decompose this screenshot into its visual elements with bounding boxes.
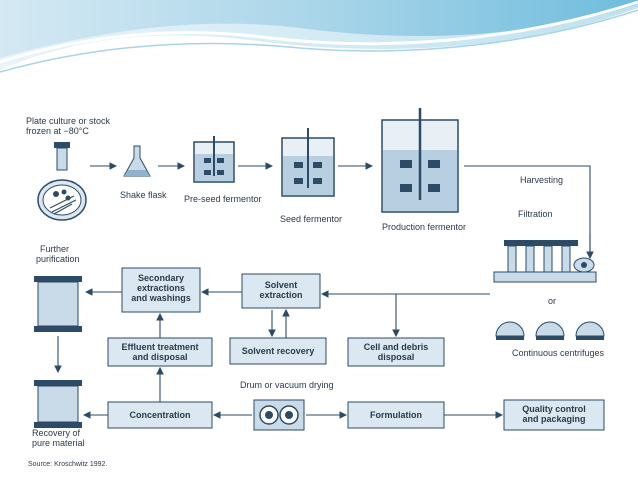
plate-culture-stage: Plate culture or stock frozen at −80°C [26,116,113,221]
source-note: Source: Kroschwitz 1992. [28,461,107,468]
plate-culture-line1: Plate culture or stock [26,116,111,126]
recovery-column-icon [34,380,82,428]
harvest-line [464,165,591,258]
seed-fermentor: Seed fermentor [280,128,342,224]
decorative-wave-header [0,0,638,90]
pre-seed-fermentor: Pre-seed fermentor [184,136,262,204]
cryovial-icon [54,142,70,171]
seed-label: Seed fermentor [280,214,342,224]
plate-culture-label: Plate culture or stock frozen at −80°C [26,116,113,136]
solvent-recovery-box: Solvent recovery [229,337,327,365]
or-label: or [548,296,556,306]
purification-column-icon [34,276,82,332]
production-fermentor: Production fermentor [381,108,466,232]
shake-flask-label: Shake flask [120,190,167,200]
formulation-label: Formulation [370,410,422,420]
concentration-label: Concentration [129,410,190,420]
production-label: Production fermentor [382,222,466,232]
filtration-label: Filtration [518,209,553,219]
solvent-recovery-label: Solvent recovery [242,346,315,356]
centrifuges-label: Continuous centrifuges [512,348,605,358]
harvesting-label: Harvesting [520,175,563,185]
petri-dish-icon [37,179,87,221]
fermentation-process-diagram: Plate culture or stock frozen at −80°C S… [26,108,605,468]
pre-seed-label: Pre-seed fermentor [184,194,262,204]
filter-press-icon [493,240,597,283]
drum-dryer-icon [253,399,305,431]
formulation-box: Formulation [347,401,445,429]
concentration-box: Concentration [107,401,213,429]
centrifuges-icon [495,321,605,340]
plate-culture-line2: frozen at −80°C [26,126,89,136]
shake-flask-stage: Shake flask [120,145,167,200]
drum-drying-label: Drum or vacuum drying [240,380,334,390]
